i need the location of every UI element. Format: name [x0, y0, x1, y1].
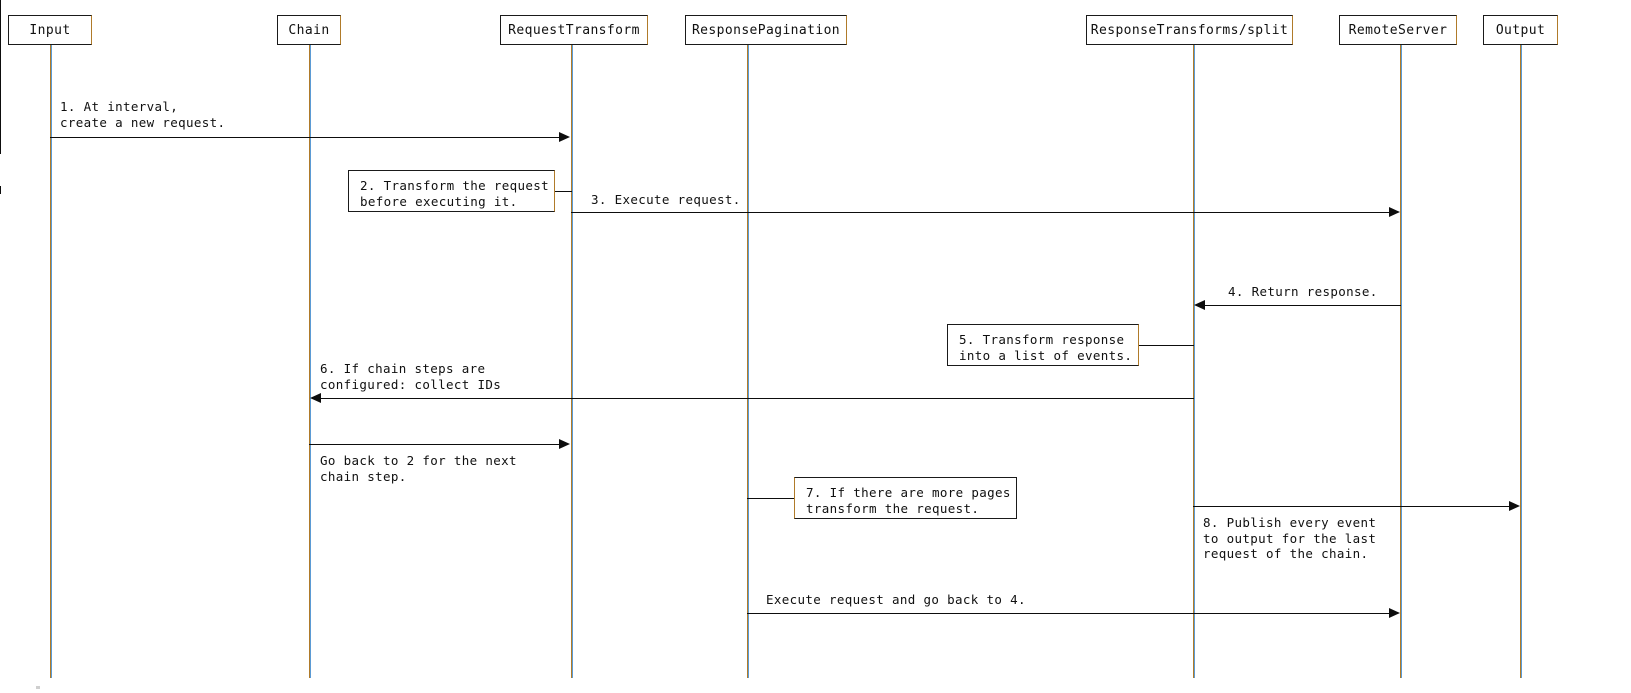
lifeline-requesttransform — [571, 45, 573, 678]
message-4-line[interactable] — [1205, 305, 1401, 306]
participant-output-label: Output — [1495, 22, 1546, 38]
participant-responsepagination-label: ResponsePagination — [691, 22, 841, 38]
message-3-arrowhead-icon — [1389, 207, 1400, 217]
participant-responsepagination[interactable]: ResponsePagination — [685, 15, 847, 45]
message-6-label: 6. If chain steps are configured: collec… — [320, 361, 502, 392]
note-2-connector — [555, 191, 572, 192]
participant-remoteserver-label: RemoteServer — [1348, 22, 1448, 38]
message-goback2-label: Go back to 2 for the next chain step. — [320, 453, 517, 484]
message-execute-goback4-arrowhead-icon — [1389, 608, 1400, 618]
participant-input-label: Input — [29, 22, 71, 38]
note-2: 2. Transform the request before executin… — [348, 170, 555, 212]
note-5-connector — [1139, 345, 1194, 346]
message-execute-goback4-label: Execute request and go back to 4. — [766, 592, 1026, 607]
left-edge-mark-bottom — [0, 186, 1, 194]
lifeline-input — [50, 45, 52, 678]
message-goback2-arrowhead-icon — [559, 439, 570, 449]
lifeline-output — [1520, 45, 1522, 678]
bottom-left-speck — [36, 686, 40, 689]
message-4-label: 4. Return response. — [1228, 284, 1378, 299]
note-7-connector — [747, 498, 795, 499]
message-4-arrowhead-icon — [1194, 300, 1205, 310]
left-edge-mark-top — [0, 0, 1, 154]
participant-remoteserver[interactable]: RemoteServer — [1339, 15, 1457, 45]
participant-requesttransform-label: RequestTransform — [508, 22, 640, 38]
message-8-label: 8. Publish every event to output for the… — [1203, 515, 1377, 561]
participant-chain-label: Chain — [288, 22, 330, 38]
message-1-arrowhead-icon — [559, 132, 570, 142]
note-5: 5. Transform response into a list of eve… — [947, 324, 1139, 366]
lifeline-remoteserver — [1400, 45, 1402, 678]
lifeline-responsepagination — [747, 45, 749, 678]
participant-responsetransforms-split-label: ResponseTransforms/split — [1090, 22, 1289, 38]
participant-responsetransforms-split[interactable]: ResponseTransforms/split — [1086, 15, 1293, 45]
message-3-label: 3. Execute request. — [591, 192, 741, 207]
message-3-line[interactable] — [571, 212, 1389, 213]
participant-output[interactable]: Output — [1483, 15, 1558, 45]
note-7: 7. If there are more pages transform the… — [794, 477, 1017, 519]
lifeline-chain — [309, 45, 311, 678]
message-6-arrowhead-icon — [310, 393, 321, 403]
message-goback2-line[interactable] — [309, 444, 559, 445]
message-6-line[interactable] — [321, 398, 1194, 399]
participant-chain[interactable]: Chain — [277, 15, 341, 45]
participant-requesttransform[interactable]: RequestTransform — [500, 15, 648, 45]
message-8-line[interactable] — [1193, 506, 1509, 507]
message-1-label: 1. At interval, create a new request. — [60, 99, 226, 130]
message-8-arrowhead-icon — [1509, 501, 1520, 511]
message-1-line[interactable] — [50, 137, 559, 138]
participant-input[interactable]: Input — [8, 15, 92, 45]
lifeline-responsetransforms — [1193, 45, 1195, 678]
message-execute-goback4-line[interactable] — [747, 613, 1389, 614]
